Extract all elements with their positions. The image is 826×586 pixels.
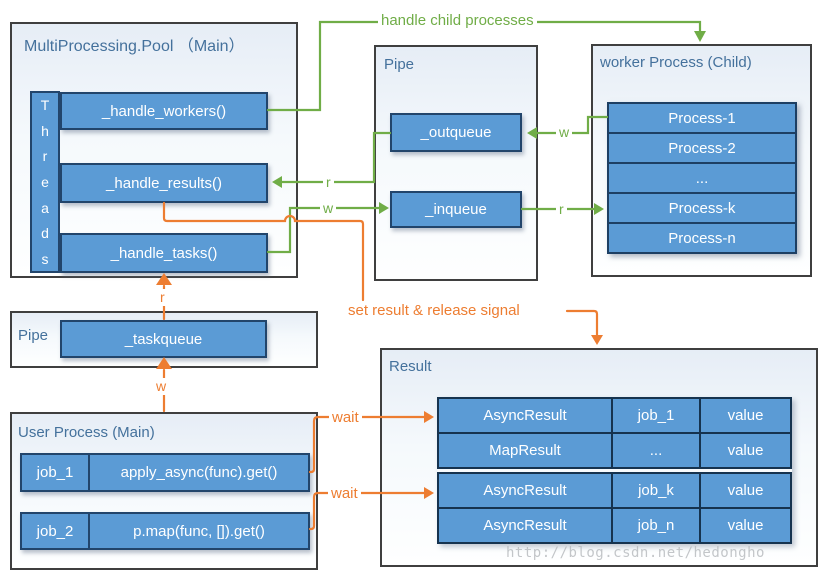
threads-column: T h r e a d s xyxy=(30,91,60,273)
result-type-cell: AsyncResult xyxy=(437,507,613,544)
w-label-outqueue: w xyxy=(556,124,573,141)
result-type-cell: AsyncResult xyxy=(437,472,613,509)
result-value-cell: value xyxy=(701,472,792,509)
r-label-results: r xyxy=(323,174,334,191)
result-value-cell: value xyxy=(701,507,792,544)
process-row: Process-2 xyxy=(607,132,797,164)
worker-title: worker Process (Child) xyxy=(600,54,752,71)
watermark-text: http://blog.csdn.net/hedongho xyxy=(506,545,765,561)
threads-letter: T xyxy=(40,97,50,113)
result-job-cell: job_k xyxy=(613,472,701,509)
result-job-cell: ... xyxy=(613,432,701,469)
handle-tasks-box: _handle_tasks() xyxy=(60,233,268,273)
user-process-title: User Process (Main) xyxy=(18,424,155,441)
result-type-cell: AsyncResult xyxy=(437,397,613,434)
taskqueue-box: _taskqueue xyxy=(60,320,267,358)
set-result-label: set result & release signal xyxy=(345,302,523,319)
job-call-cell: apply_async(func).get() xyxy=(120,464,278,481)
pipe-top-title: Pipe xyxy=(384,56,415,73)
result-row: MapResult ... value xyxy=(437,432,792,469)
process-row: Process-1 xyxy=(607,102,797,134)
worker-process-stack: Process-1 Process-2 ... Process-k Proces… xyxy=(607,102,797,254)
result-row: AsyncResult job_n value xyxy=(437,507,792,544)
pool-title: MultiProcessing.Pool （Main） xyxy=(24,38,245,55)
result-job-cell: job_n xyxy=(613,507,701,544)
set-result-line-2 xyxy=(565,309,599,338)
job-id-cell: job_1 xyxy=(22,455,90,490)
wait-label-1: wait xyxy=(329,409,362,426)
wait-label-2: wait xyxy=(328,485,361,502)
result-title: Result xyxy=(389,358,432,375)
job-call-cell: p.map(func, []).get() xyxy=(133,522,265,540)
result-type-cell: MapResult xyxy=(437,432,613,469)
process-row: ... xyxy=(607,162,797,194)
r-label-worker: r xyxy=(556,201,567,218)
job-row: job_1 apply_async(func).get() xyxy=(20,453,310,492)
w-label-taskqueue: w xyxy=(153,378,170,395)
r-label-taskqueue: r xyxy=(157,289,168,306)
job-id-cell: job_2 xyxy=(22,514,90,548)
handle-workers-box: _handle_workers() xyxy=(60,92,268,130)
result-table: AsyncResult job_1 value MapResult ... va… xyxy=(437,397,792,544)
process-row: Process-k xyxy=(607,192,797,224)
result-row: AsyncResult job_k value xyxy=(437,472,792,509)
threads-letter: r xyxy=(42,148,48,165)
result-value-cell: value xyxy=(701,397,792,434)
inqueue-box: _inqueue xyxy=(390,191,522,228)
result-job-cell: job_1 xyxy=(613,397,701,434)
threads-letter: h xyxy=(41,122,49,139)
threads-letter: e xyxy=(41,173,49,190)
arrow-down-icon xyxy=(694,31,706,42)
result-value-cell: value xyxy=(701,432,792,469)
threads-letter: d xyxy=(41,225,49,242)
pipe-left-title: Pipe xyxy=(18,327,49,344)
pipe-top-panel xyxy=(374,45,538,281)
threads-letter: s xyxy=(41,250,49,267)
outqueue-box: _outqueue xyxy=(390,113,522,152)
arrow-down-icon xyxy=(591,335,603,345)
threads-letter: a xyxy=(41,199,49,216)
process-row: Process-n xyxy=(607,222,797,254)
w-label-inqueue: w xyxy=(320,200,337,217)
result-row: AsyncResult job_1 value xyxy=(437,397,792,434)
handle-child-label: handle child processes xyxy=(378,12,537,29)
job-row: job_2 p.map(func, []).get() xyxy=(20,512,310,550)
handle-results-box: _handle_results() xyxy=(60,163,268,203)
